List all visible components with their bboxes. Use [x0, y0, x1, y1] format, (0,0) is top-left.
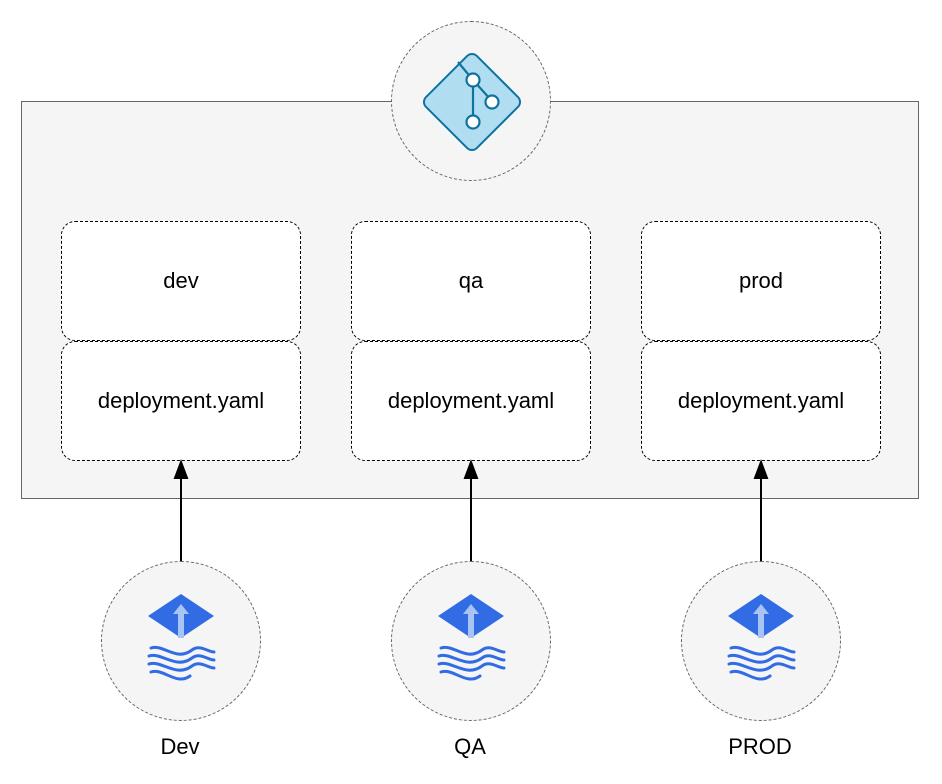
cluster-prod-circle	[681, 561, 841, 721]
file-dev-deployment: deployment.yaml	[61, 341, 301, 461]
folder-dev-label: dev	[163, 268, 199, 293]
folder-dev: dev	[61, 221, 301, 341]
folder-prod: prod	[641, 221, 881, 341]
folder-qa: qa	[351, 221, 591, 341]
arrow-prod-head	[753, 459, 769, 479]
file-prod-deployment-label: deployment.yaml	[677, 388, 845, 413]
cluster-dev-circle	[101, 561, 261, 721]
file-qa-deployment: deployment.yaml	[351, 341, 591, 461]
git-icon	[422, 52, 522, 152]
argo-flux-icon	[727, 594, 796, 681]
cluster-qa-circle	[391, 561, 551, 721]
argo-flux-icon	[437, 594, 506, 681]
arrow-dev-head	[173, 459, 189, 479]
cluster-qa-label: QA	[454, 734, 486, 759]
cluster-prod-label: PROD	[728, 734, 792, 759]
file-qa-deployment-label: deployment.yaml	[387, 388, 555, 413]
cluster-dev-label: Dev	[160, 734, 200, 759]
argo-flux-icon	[147, 594, 216, 681]
arrow-qa-head	[463, 459, 479, 479]
file-dev-deployment-label: deployment.yaml	[97, 388, 265, 413]
git-circle	[391, 21, 551, 181]
folder-qa-label: qa	[458, 268, 484, 293]
folder-prod-label: prod	[738, 268, 784, 293]
